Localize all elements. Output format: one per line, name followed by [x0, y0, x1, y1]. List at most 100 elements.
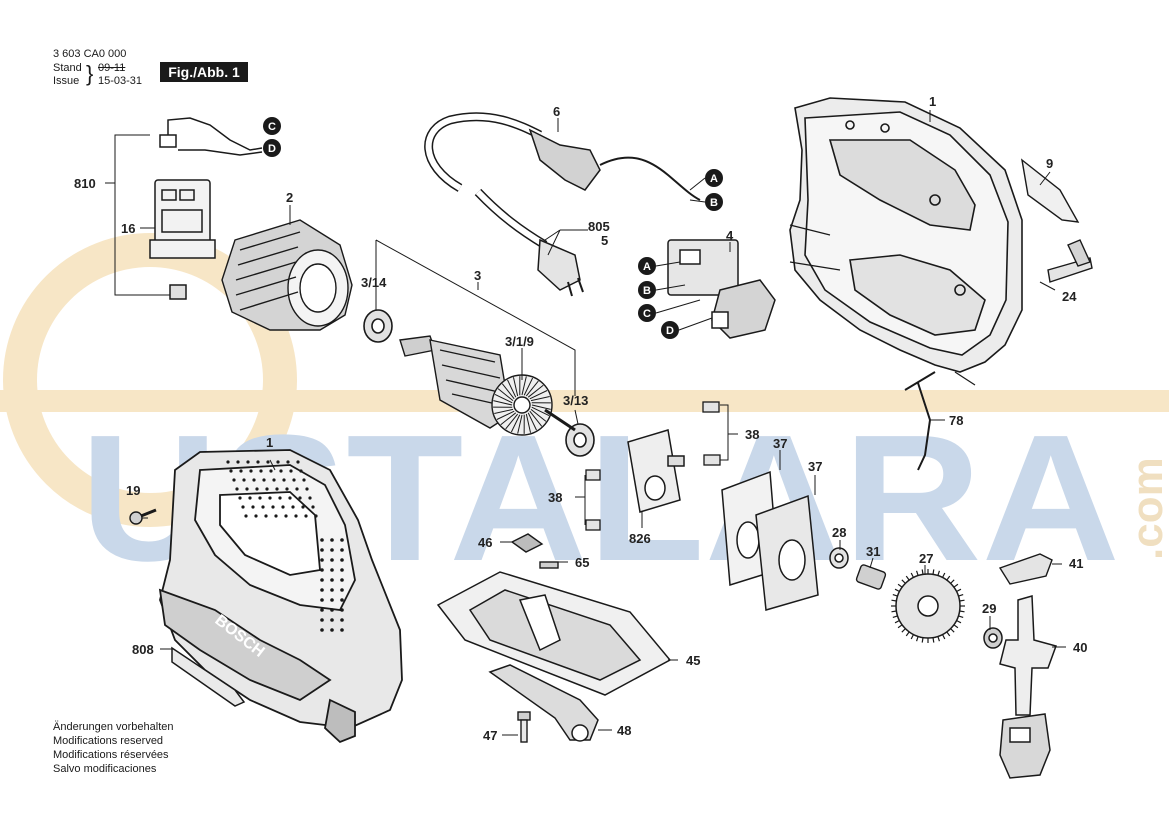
grip-dot [330, 548, 334, 552]
gear-tooth [956, 619, 962, 624]
gear-tooth [921, 569, 924, 575]
switch-assembly [149, 117, 263, 300]
fan-blade [501, 383, 515, 400]
label-40: 40 [1073, 640, 1087, 655]
grip-dot [340, 598, 344, 602]
grip-dot [261, 505, 265, 509]
fan-blade [510, 414, 521, 433]
grip-dot [281, 505, 285, 509]
svg-text:C: C [268, 121, 276, 133]
clip-24 [1047, 239, 1093, 283]
gear-tooth [959, 610, 965, 613]
fan-blade [523, 377, 534, 396]
leader-lines [105, 110, 1066, 736]
connector-b-switch: B [638, 281, 656, 299]
grip-dot [266, 460, 270, 464]
grip-dot [254, 514, 258, 518]
stand-value: 09-11 [98, 62, 126, 74]
svg-text:D: D [268, 143, 276, 155]
gear-tooth [958, 593, 964, 597]
bearing-3-14 [363, 309, 393, 343]
grip-dot [304, 514, 308, 518]
part-labels: 1 1 2 3 3/14 3/1/9 3/13 4 5 6 9 16 19 24… [74, 94, 1087, 743]
gear-tooth [894, 619, 900, 624]
gear-tooth [905, 631, 910, 637]
grip-dot [330, 628, 334, 632]
plunger-40 [999, 595, 1057, 779]
grip-dot [291, 505, 295, 509]
grip-dot [320, 558, 324, 562]
holder-41 [998, 553, 1053, 585]
label-24: 24 [1062, 289, 1077, 304]
connector-b-cord: B [705, 193, 723, 211]
grip-dot [239, 469, 243, 473]
grip-dot [275, 487, 279, 491]
gear-tooth [897, 583, 903, 588]
needle-bearing-31 [855, 564, 887, 590]
grip-dot [330, 538, 334, 542]
gear-tooth [950, 579, 955, 584]
tool-body: BOSCH [158, 449, 403, 744]
fan-blade [521, 376, 527, 396]
label-46: 46 [478, 535, 492, 550]
label-2: 2 [286, 190, 293, 205]
switch-4 [667, 239, 776, 339]
fan-blade [517, 414, 523, 434]
grip-dot [311, 505, 315, 509]
grip-dot [314, 514, 318, 518]
cover-9 [1021, 158, 1080, 223]
gear-tooth [946, 575, 951, 581]
blade-holder-48 [488, 664, 599, 742]
label-65: 65 [575, 555, 589, 570]
label-3: 3 [474, 268, 481, 283]
grip-dot [340, 568, 344, 572]
note-line: Modifications réservées [53, 749, 169, 761]
fan-blade [493, 400, 513, 406]
grip-dot [252, 478, 256, 482]
label-4: 4 [726, 228, 734, 243]
label-16: 16 [121, 221, 135, 236]
label-5: 5 [601, 233, 608, 248]
washer-28 [829, 547, 849, 569]
grip-dot [295, 487, 299, 491]
label-41: 41 [1069, 556, 1083, 571]
gear-tooth [941, 572, 946, 578]
grip-dot [282, 478, 286, 482]
grip-dot [320, 568, 324, 572]
grip-dot [330, 618, 334, 622]
base-plate-45 [436, 571, 672, 696]
grip-dot [320, 608, 324, 612]
gear-tooth [921, 637, 924, 643]
label-1-left: 1 [266, 435, 273, 450]
label-9: 9 [1046, 156, 1053, 171]
gear-tooth [953, 583, 959, 588]
connector-d-switch: D [661, 321, 679, 339]
gear-tooth [892, 593, 898, 597]
label-805: 805 [588, 219, 610, 234]
label-37b: 37 [808, 459, 822, 474]
label-1-top: 1 [929, 94, 936, 109]
grip-dot [268, 496, 272, 500]
gear-tooth [905, 575, 910, 581]
pin-65 [539, 561, 559, 569]
gear-tooth [901, 579, 906, 584]
gear-tooth [910, 572, 915, 578]
fan-blade [531, 404, 551, 410]
gear-tooth [915, 636, 919, 642]
connector-d-top: D [263, 139, 281, 157]
label-6: 6 [553, 104, 560, 119]
bushing-29 [983, 627, 1003, 649]
grip-dot [340, 608, 344, 612]
fan-blade [531, 406, 550, 417]
gear-tooth [946, 631, 951, 637]
gear-teeth [891, 569, 965, 643]
connector-wires [655, 177, 713, 331]
grip-dot [301, 505, 305, 509]
guide-plate-826 [627, 429, 685, 513]
grip-dot [285, 487, 289, 491]
label-31: 31 [866, 544, 880, 559]
gear-tooth [891, 599, 897, 602]
gear-tooth [956, 588, 962, 593]
grip-dot [298, 496, 302, 500]
gear-tooth [901, 628, 906, 633]
